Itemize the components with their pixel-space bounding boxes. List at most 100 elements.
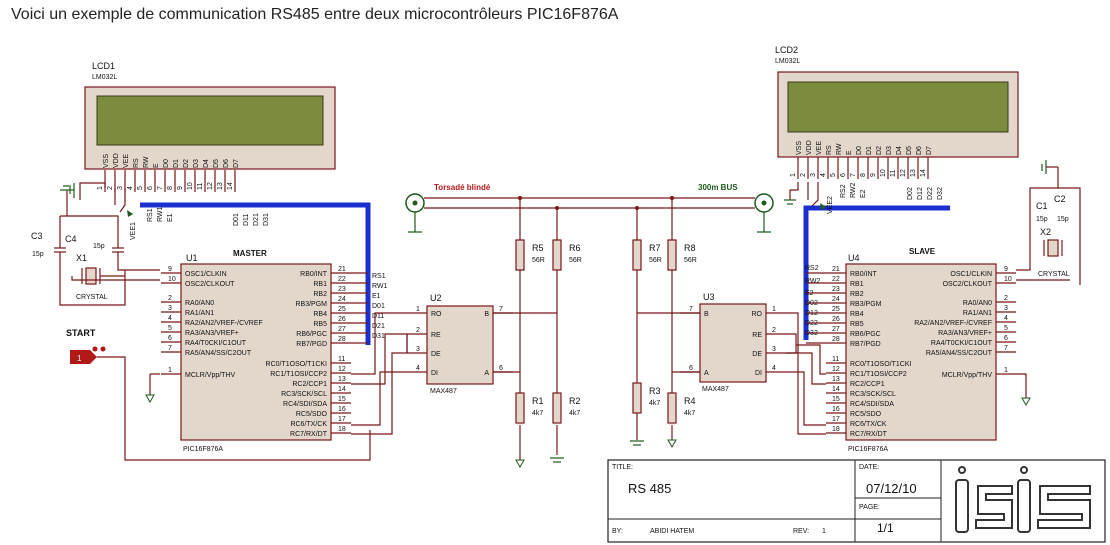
resistor: [632, 239, 642, 271]
pin-label: RC1/T1OSI/CCP2: [850, 371, 907, 378]
pin-number: 24: [832, 296, 840, 303]
lcd1[interactable]: LCD1 LM032L VSS1VDD2VEE3RS4RW5E6D07D18D2…: [84, 61, 336, 192]
lcd-pin-name: D4: [896, 146, 903, 155]
u1-body: [180, 263, 332, 441]
lcd-pin-name: D5: [213, 159, 220, 168]
lcd-pin-number: 12: [207, 182, 214, 190]
lcd-pin-number: 3: [117, 186, 124, 190]
lcd-pin-name: D2: [876, 146, 883, 155]
x1-val: CRYSTAL: [76, 294, 108, 301]
u4-slave[interactable]: U4 SLAVE PIC16F876A 21RB0/INT22RB123RB22…: [806, 247, 1016, 453]
net-label: D31: [263, 213, 270, 226]
pin-number: 21: [338, 266, 346, 273]
u4-body: [845, 263, 997, 441]
lcd-pin-name: D7: [926, 146, 933, 155]
pin-number: 2: [416, 327, 420, 334]
u1-master[interactable]: U1 MASTER PIC16F876A 9OSC1/CLKIN10OSC2/C…: [161, 249, 368, 453]
u1-netlabels: RS1 RW1 E1 D01 D11 D21 D31: [372, 273, 388, 340]
pin-number: 2: [772, 327, 776, 334]
pin-label: RC0/T1OSO/T1CKI: [850, 361, 912, 368]
pin-number: 1: [772, 306, 776, 313]
pin-label: RA3/AN3/VREF+: [185, 330, 239, 337]
net-label: E2: [805, 290, 814, 297]
pin-label: RC5/SDO: [850, 411, 882, 418]
net-label: RW2: [850, 182, 857, 198]
u1-left-pins: 9OSC1/CLKIN10OSC2/CLKOUT2RA0/AN03RA1/AN1…: [161, 266, 263, 379]
net-label: D22: [805, 320, 818, 327]
lcd-pin-name: RW: [143, 156, 150, 168]
pin-label: OSC1/CLKIN: [950, 271, 992, 278]
lcd-pin-number: 2: [107, 186, 114, 190]
c1-val: 15p: [1036, 216, 1048, 223]
lcd-pin-number: 9: [870, 173, 877, 177]
u1-part: PIC16F876A: [183, 446, 223, 453]
title-label: TITLE:: [612, 464, 633, 471]
lcd-pin-name: D1: [866, 146, 873, 155]
start-button[interactable]: START 1: [66, 328, 371, 461]
resistor-ref: R8: [684, 243, 696, 253]
resistor: [667, 239, 677, 271]
title-value: RS 485: [628, 481, 671, 496]
c3-val: 15p: [32, 251, 44, 258]
u1-ref: U1: [186, 253, 198, 263]
pin-number: 26: [338, 316, 346, 323]
pin-label: RC3/SCK/SCL: [850, 391, 896, 398]
lcd2-screen: [787, 81, 1009, 133]
pin-label: RA2/AN2/VREF-/CVREF: [914, 320, 992, 327]
lcd-pin-name: VEE: [123, 154, 130, 168]
pin-label: B: [484, 311, 489, 318]
net-label: E1: [372, 293, 381, 300]
start-connector-icon: [70, 350, 97, 364]
lcd2-ref: LCD2: [775, 45, 798, 55]
resistor: [515, 239, 525, 271]
c2-ref: C2: [1054, 194, 1066, 204]
pin-number: 24: [338, 296, 346, 303]
x1-ref: X1: [76, 253, 87, 263]
resistor: [552, 392, 562, 424]
pin-label: RC3/SCK/SCL: [281, 391, 327, 398]
pin-label: RA1/AN1: [185, 310, 214, 317]
net-label: D12: [805, 310, 818, 317]
pin-number: 7: [689, 306, 693, 313]
pin-label: RC4/SDI/SDA: [850, 401, 894, 408]
c4-val: 15p: [93, 243, 105, 250]
pin-label: RO: [752, 311, 763, 318]
pin-number: 2: [1004, 295, 1008, 302]
pin-number: 6: [168, 335, 172, 342]
resistor: [632, 382, 642, 414]
lcd2[interactable]: LCD2 LM032L VSS1VDD2VEE3RS4RW5E6D07D18D2…: [775, 45, 1019, 179]
net-label: D11: [372, 313, 384, 320]
pin-label: RC0/T1OSO/T1CKI: [266, 361, 328, 368]
lcd-pin-number: 2: [800, 173, 807, 177]
resistor-value: 56R: [684, 257, 697, 264]
page-value: 1/1: [877, 521, 894, 535]
pin-number: 22: [338, 276, 346, 283]
u4-ref: U4: [848, 253, 860, 263]
pin-number: 10: [168, 276, 176, 283]
pin-number: 2: [168, 295, 172, 302]
pin-label: MCLR/Vpp/THV: [942, 372, 993, 379]
pin-number: 15: [832, 396, 840, 403]
lcd-pin-name: VDD: [806, 140, 813, 155]
resistor: [515, 392, 525, 424]
pin-label: DI: [431, 370, 438, 377]
lcd-pin-name: VDD: [113, 153, 120, 168]
pin-number: 12: [832, 366, 840, 373]
lcd-pin-name: VEE: [816, 141, 823, 155]
lcd-pin-number: 14: [920, 169, 927, 177]
pin-label: RB5: [850, 321, 864, 328]
pin-number: 17: [338, 416, 346, 423]
lcd-pin-name: RW: [836, 143, 843, 155]
pin-number: 28: [338, 336, 346, 343]
lcd-pin-name: D3: [193, 159, 200, 168]
pin-number: 7: [168, 345, 172, 352]
net-label: E1: [167, 213, 174, 222]
resistor-ref: R2: [569, 396, 581, 406]
pin-number: 1: [168, 367, 172, 374]
c1-ref: C1: [1036, 201, 1048, 211]
pin-number: 4: [416, 365, 420, 372]
lcd-pin-number: 13: [217, 182, 224, 190]
